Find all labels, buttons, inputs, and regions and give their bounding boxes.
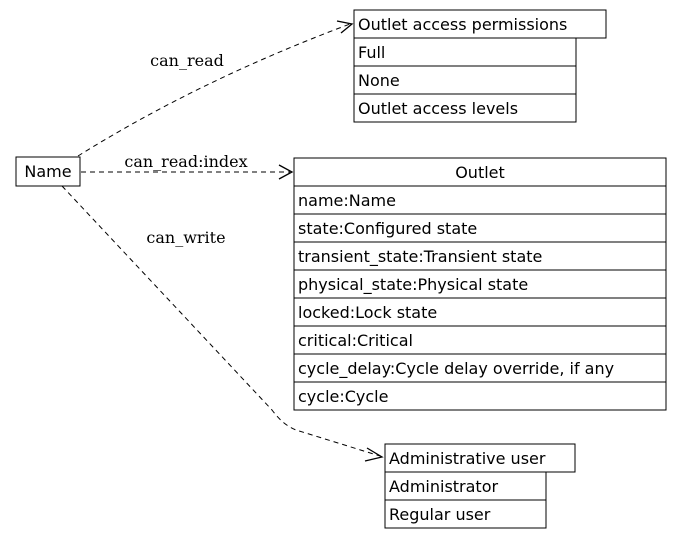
node-admin-user: Administrative user Administrator Regula… [384,443,576,529]
node-outlet-row: critical:Critical [298,331,413,350]
node-outlet-box [293,157,667,411]
node-permissions-row: Outlet access levels [358,99,518,118]
edges: can_read can_read:index can_write [61,20,384,462]
node-outlet-row: name:Name [298,191,396,210]
node-outlet-row: cycle:Cycle [298,387,388,406]
edge-label-can-read: can_read [150,51,224,70]
node-admin-user-title: Administrative user [389,449,546,468]
node-outlet-row: transient_state:Transient state [298,247,542,267]
node-outlet: Outlet name:Name state:Configured state … [293,157,667,411]
edge-can-read [77,23,351,157]
edge-can-write-arrowhead [364,447,384,462]
node-outlet-row: cycle_delay:Cycle delay override, if any [298,359,614,379]
node-permissions-row: Full [358,43,385,62]
node-outlet-row: state:Configured state [298,219,477,238]
edge-label-can-read-index: can_read:index [124,152,247,171]
node-outlet-row: physical_state:Physical state [298,275,528,295]
node-permissions-row: None [358,71,400,90]
node-admin-user-title-box [384,443,576,473]
node-name-label: Name [24,162,71,181]
node-admin-user-row: Regular user [389,505,491,524]
node-name: Name [15,156,81,187]
edge-can-read-index-arrowhead [278,164,294,180]
node-outlet-row: locked:Lock state [298,303,437,322]
node-admin-user-row: Administrator [389,477,498,496]
edge-can-read-arrowhead [336,20,354,34]
node-permissions-title-box [353,9,607,39]
node-name-box [15,156,81,187]
node-outlet-title: Outlet [455,163,505,182]
node-permissions-rows-box [353,37,577,123]
edge-can-write [61,185,381,457]
edge-label-can-write: can_write [146,228,225,247]
node-permissions-title: Outlet access permissions [358,15,567,34]
node-permissions: Outlet access permissions Full None Outl… [353,9,607,123]
